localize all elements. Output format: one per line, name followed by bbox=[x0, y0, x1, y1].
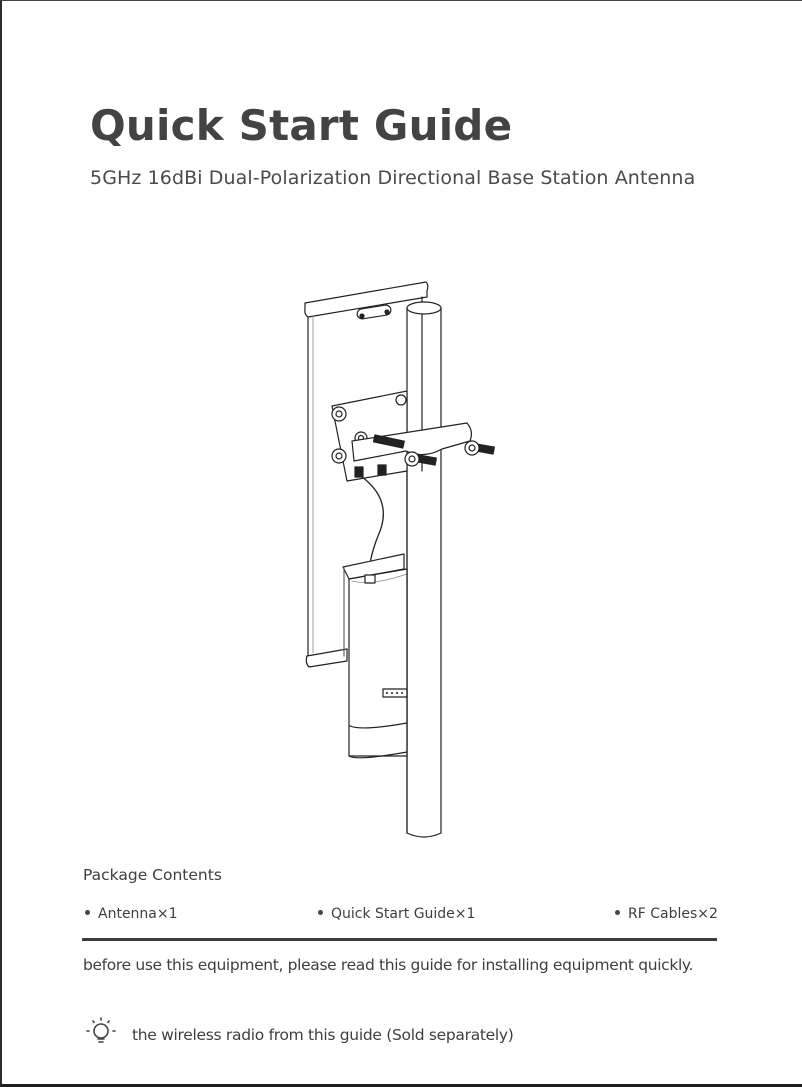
section-divider bbox=[82, 938, 717, 941]
bullet-icon bbox=[615, 909, 620, 915]
package-item-antenna: Antenna×1 bbox=[85, 906, 178, 922]
tip-text: the wireless radio from this guide (Sold… bbox=[132, 1025, 514, 1044]
package-item-label: Antenna×1 bbox=[98, 906, 178, 922]
bullet-icon bbox=[85, 909, 90, 915]
page-title: Quick Start Guide bbox=[90, 101, 513, 150]
intro-note: before use this equipment, please read t… bbox=[83, 956, 694, 974]
page-subtitle: 5GHz 16dBi Dual-Polarization Directional… bbox=[90, 167, 696, 189]
antenna-mount-illustration bbox=[292, 271, 522, 846]
bullet-icon bbox=[318, 909, 323, 915]
package-contents-heading: Package Contents bbox=[83, 866, 222, 884]
package-item-label: RF Cables×2 bbox=[628, 906, 718, 922]
package-item-rf-cables: RF Cables×2 bbox=[615, 906, 718, 922]
lightbulb-icon bbox=[84, 1015, 118, 1054]
package-item-quick-start-guide: Quick Start Guide×1 bbox=[318, 906, 475, 922]
package-item-label: Quick Start Guide×1 bbox=[331, 906, 476, 922]
tip-row: the wireless radio from this guide (Sold… bbox=[84, 1015, 514, 1054]
